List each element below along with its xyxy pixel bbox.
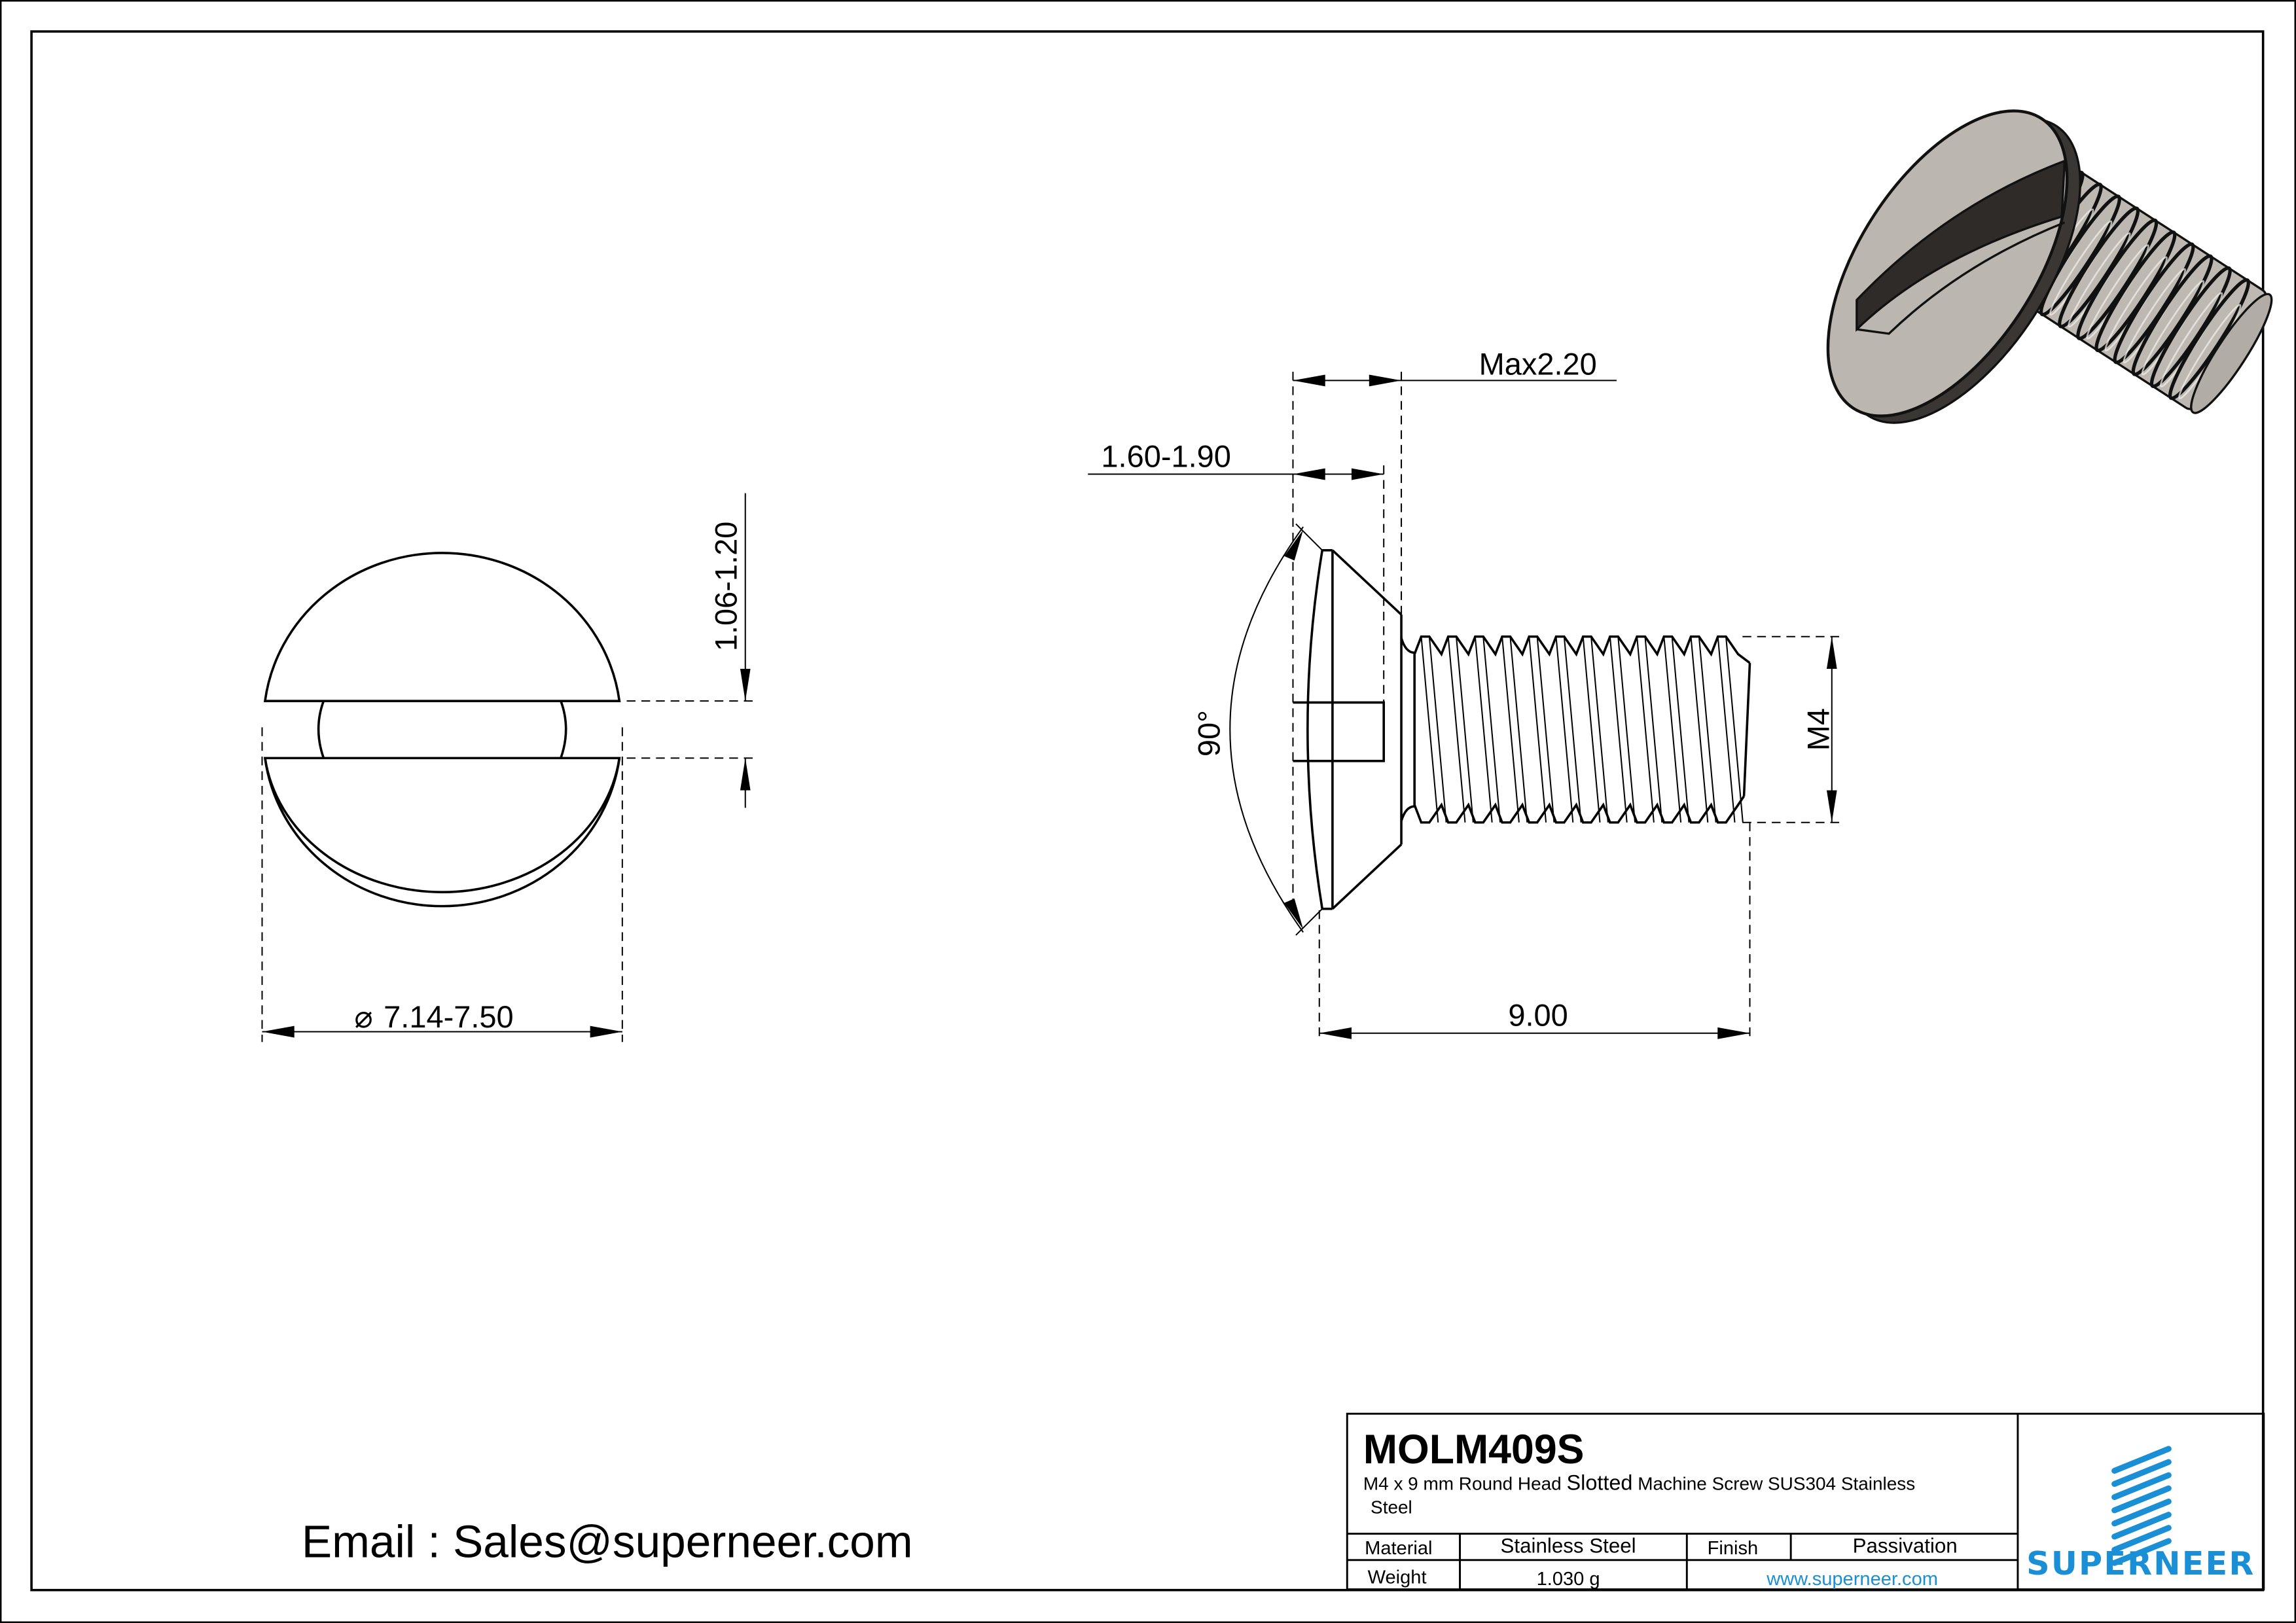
finish-value: Passivation — [1853, 1535, 1958, 1558]
website-link[interactable]: www.superneer.com — [1766, 1569, 1938, 1590]
material-value: Stainless Steel — [1501, 1535, 1636, 1558]
head-lower-outline — [263, 757, 621, 908]
contact-email: Email : Sales@superneer.com — [302, 1516, 913, 1567]
material-label: Material — [1365, 1538, 1432, 1559]
slot-depth-label: 1.60-1.90 — [1101, 438, 1231, 473]
front-view — [261, 493, 753, 1043]
thread-label: M4 — [1801, 708, 1835, 751]
part-number: MOLM409S — [1363, 1427, 1585, 1472]
shank-arc-right — [560, 700, 567, 758]
superneer-logo-text: SUPERNEER — [2026, 1544, 2255, 1582]
head-height-label: Max2.20 — [1479, 346, 1597, 381]
length-label: 9.00 — [1508, 998, 1568, 1033]
head-dome — [1306, 550, 1323, 909]
side-view — [1088, 372, 1839, 1043]
superneer-logo-icon — [2111, 1446, 2172, 1566]
thread-body — [1413, 635, 1751, 824]
finish-label: Finish — [1708, 1538, 1759, 1559]
slot — [1293, 701, 1385, 762]
inner-frame — [30, 30, 2265, 1592]
part-description: M4 x 9 mm Round Head Slotted Machine Scr… — [1363, 1471, 1915, 1495]
angle-label: 90° — [1192, 710, 1227, 757]
head-upper-outline — [263, 552, 621, 702]
diameter-label: 7.14-7.50 — [384, 999, 514, 1034]
slot-width-label: 1.06-1.20 — [708, 522, 743, 651]
part-description-line2: Steel — [1371, 1497, 1412, 1517]
diameter-symbol: ⌀ — [354, 999, 372, 1034]
weight-value: 1.030 g — [1537, 1569, 1600, 1590]
render-3d-screw — [1826, 109, 2273, 424]
weight-label: Weight — [1368, 1567, 1427, 1588]
shank-arc-left — [317, 700, 325, 758]
title-block — [1346, 1412, 2265, 1591]
